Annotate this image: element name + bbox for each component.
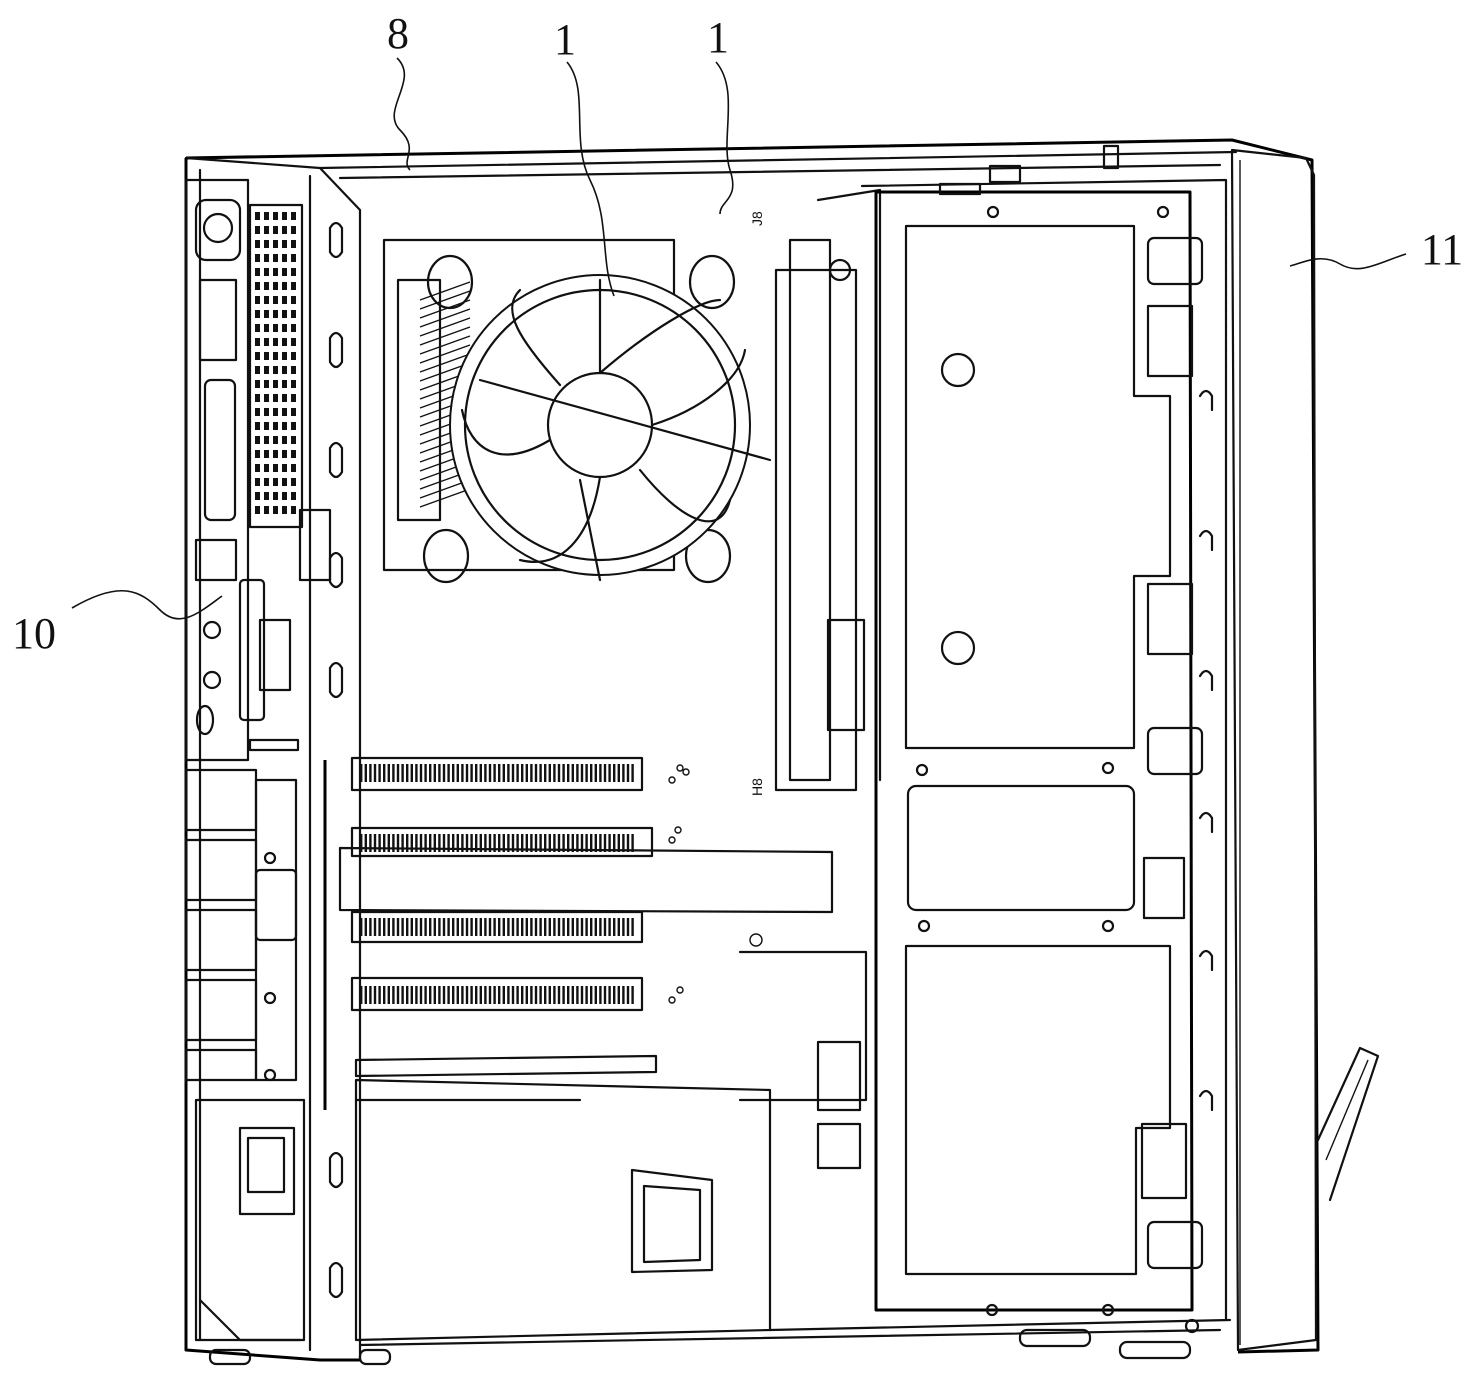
top-tabs xyxy=(938,144,1120,196)
vent-grid xyxy=(255,212,296,514)
drive-cage xyxy=(860,178,1228,1334)
callout-1-fan: 1 xyxy=(554,15,576,64)
memory-module xyxy=(774,188,882,792)
leader-lines xyxy=(71,57,1407,620)
board-mark-upper: J8 xyxy=(749,211,765,226)
callout-11: 11 xyxy=(1421,225,1463,274)
callout-8: 8 xyxy=(387,9,409,58)
rear-io-panel xyxy=(184,178,306,1342)
callout-1-board: 1 xyxy=(707,13,729,62)
front-bezel xyxy=(1230,148,1380,1352)
callouts: 8 1 1 11 10 xyxy=(12,9,1463,658)
expansion-slots xyxy=(338,756,834,1078)
cpu-cooler xyxy=(382,238,772,584)
power-supply xyxy=(354,950,868,1342)
rear-wall-clips xyxy=(263,221,344,1299)
callout-10: 10 xyxy=(12,609,56,658)
board-mark-lower: H8 xyxy=(749,778,765,796)
